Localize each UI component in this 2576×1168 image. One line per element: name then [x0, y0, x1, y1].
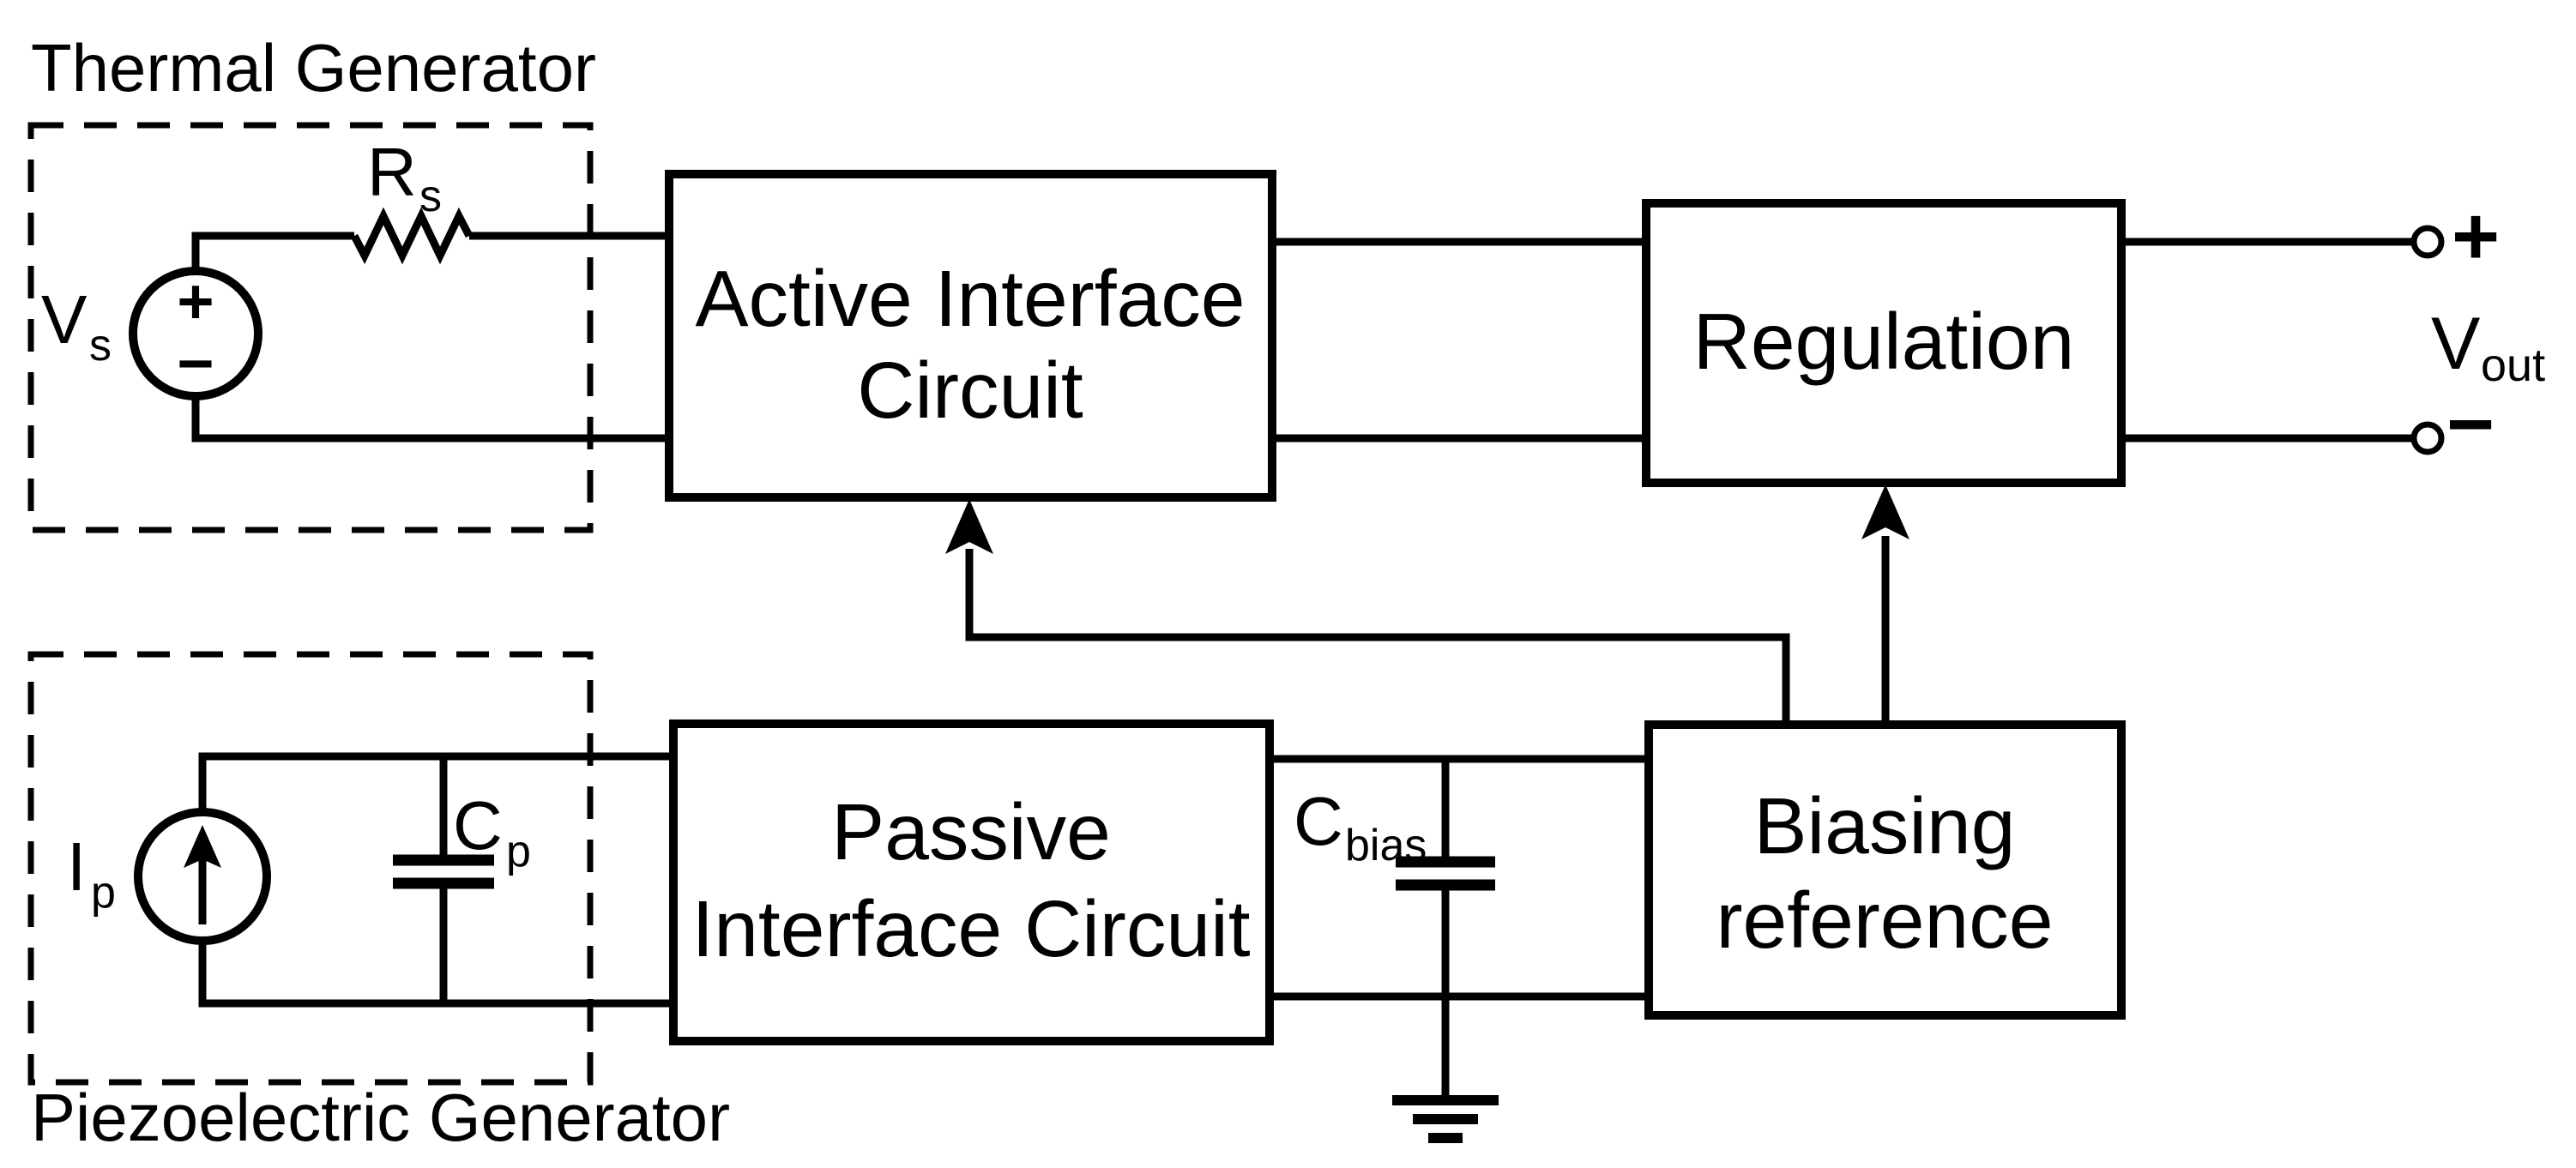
- rs-label-sub: s: [419, 172, 442, 221]
- cp-capacitor: [393, 756, 494, 1003]
- active-interface-label-line2: Circuit: [857, 346, 1083, 435]
- ip-arrow-head: [184, 825, 221, 868]
- vout-plus-sign: +: [2452, 190, 2500, 282]
- rs-resistor-zigzag: [351, 207, 473, 265]
- regulation-label: Regulation: [1693, 297, 2075, 386]
- regulation-box: [1642, 199, 2126, 487]
- vout-minus-sign: −: [2446, 378, 2495, 470]
- bias-arrow-to-active: [945, 499, 1790, 725]
- vs-plus-sign: +: [177, 266, 214, 337]
- vout-label-sub: out: [2481, 340, 2545, 391]
- bias-to-regulation-arrowhead: [1861, 485, 1909, 539]
- cp-label-main: C: [453, 787, 503, 864]
- vs-source-circle: [129, 267, 262, 400]
- thermal-generator-dashed-box: [27, 122, 594, 533]
- vout-negative-terminal: [2410, 421, 2445, 455]
- cp-label-sub: p: [506, 827, 531, 876]
- passive-interface-label-line1: Passive: [831, 787, 1111, 876]
- ground-symbol: [1392, 1095, 1499, 1143]
- active-interface-block: Active Interface Circuit: [665, 170, 1276, 502]
- piezo-top-wire: [198, 752, 673, 812]
- vs-label-main: V: [41, 281, 87, 358]
- piezoelectric-generator-dashed-box: [27, 651, 594, 1086]
- active-interface-box: [665, 170, 1276, 502]
- thermal-generator-title: Thermal Generator: [31, 30, 596, 105]
- piezoelectric-generator: Piezoelectric Generator I p C p: [27, 651, 730, 1155]
- piezo-bottom-wire: [198, 941, 673, 1008]
- cbias-label-main: C: [1294, 783, 1343, 859]
- ip-label-sub: p: [91, 868, 116, 918]
- biasing-reference-box: [1644, 720, 2126, 1020]
- thermal-bottom-wire: [191, 396, 669, 443]
- biasing-reference-label-line2: reference: [1716, 876, 2054, 965]
- vout-label-main: V: [2431, 303, 2480, 385]
- vs-label-sub: s: [89, 321, 112, 370]
- cbias-capacitor: [1396, 759, 1495, 1100]
- passive-interface-box: [669, 719, 1274, 1045]
- bias-arrow-to-regulation: [1861, 485, 1909, 725]
- piezoelectric-generator-title: Piezoelectric Generator: [31, 1080, 730, 1155]
- biasing-reference-block: Biasing reference: [1644, 720, 2126, 1020]
- rs-label-main: R: [367, 134, 417, 210]
- vs-minus-sign: −: [177, 328, 214, 399]
- thermal-top-wire: [191, 232, 354, 271]
- biasing-reference-label-line1: Biasing: [1753, 781, 2015, 870]
- thermal-generator: Thermal Generator R s + − V s: [27, 30, 669, 533]
- bias-to-active-arrowhead: [945, 499, 993, 554]
- bias-to-active-wire: [965, 549, 1790, 725]
- passive-interface-block: Passive Interface Circuit: [669, 719, 1274, 1045]
- passive-interface-label-line2: Interface Circuit: [691, 884, 1250, 973]
- vout-positive-terminal: [2410, 225, 2445, 259]
- regulation-block: Regulation: [1642, 199, 2126, 487]
- output-terminals: + − V out: [2121, 190, 2545, 470]
- active-interface-label-line1: Active Interface: [696, 254, 1246, 343]
- ip-label-main: I: [67, 828, 86, 905]
- cbias-label-sub: bias: [1345, 821, 1427, 870]
